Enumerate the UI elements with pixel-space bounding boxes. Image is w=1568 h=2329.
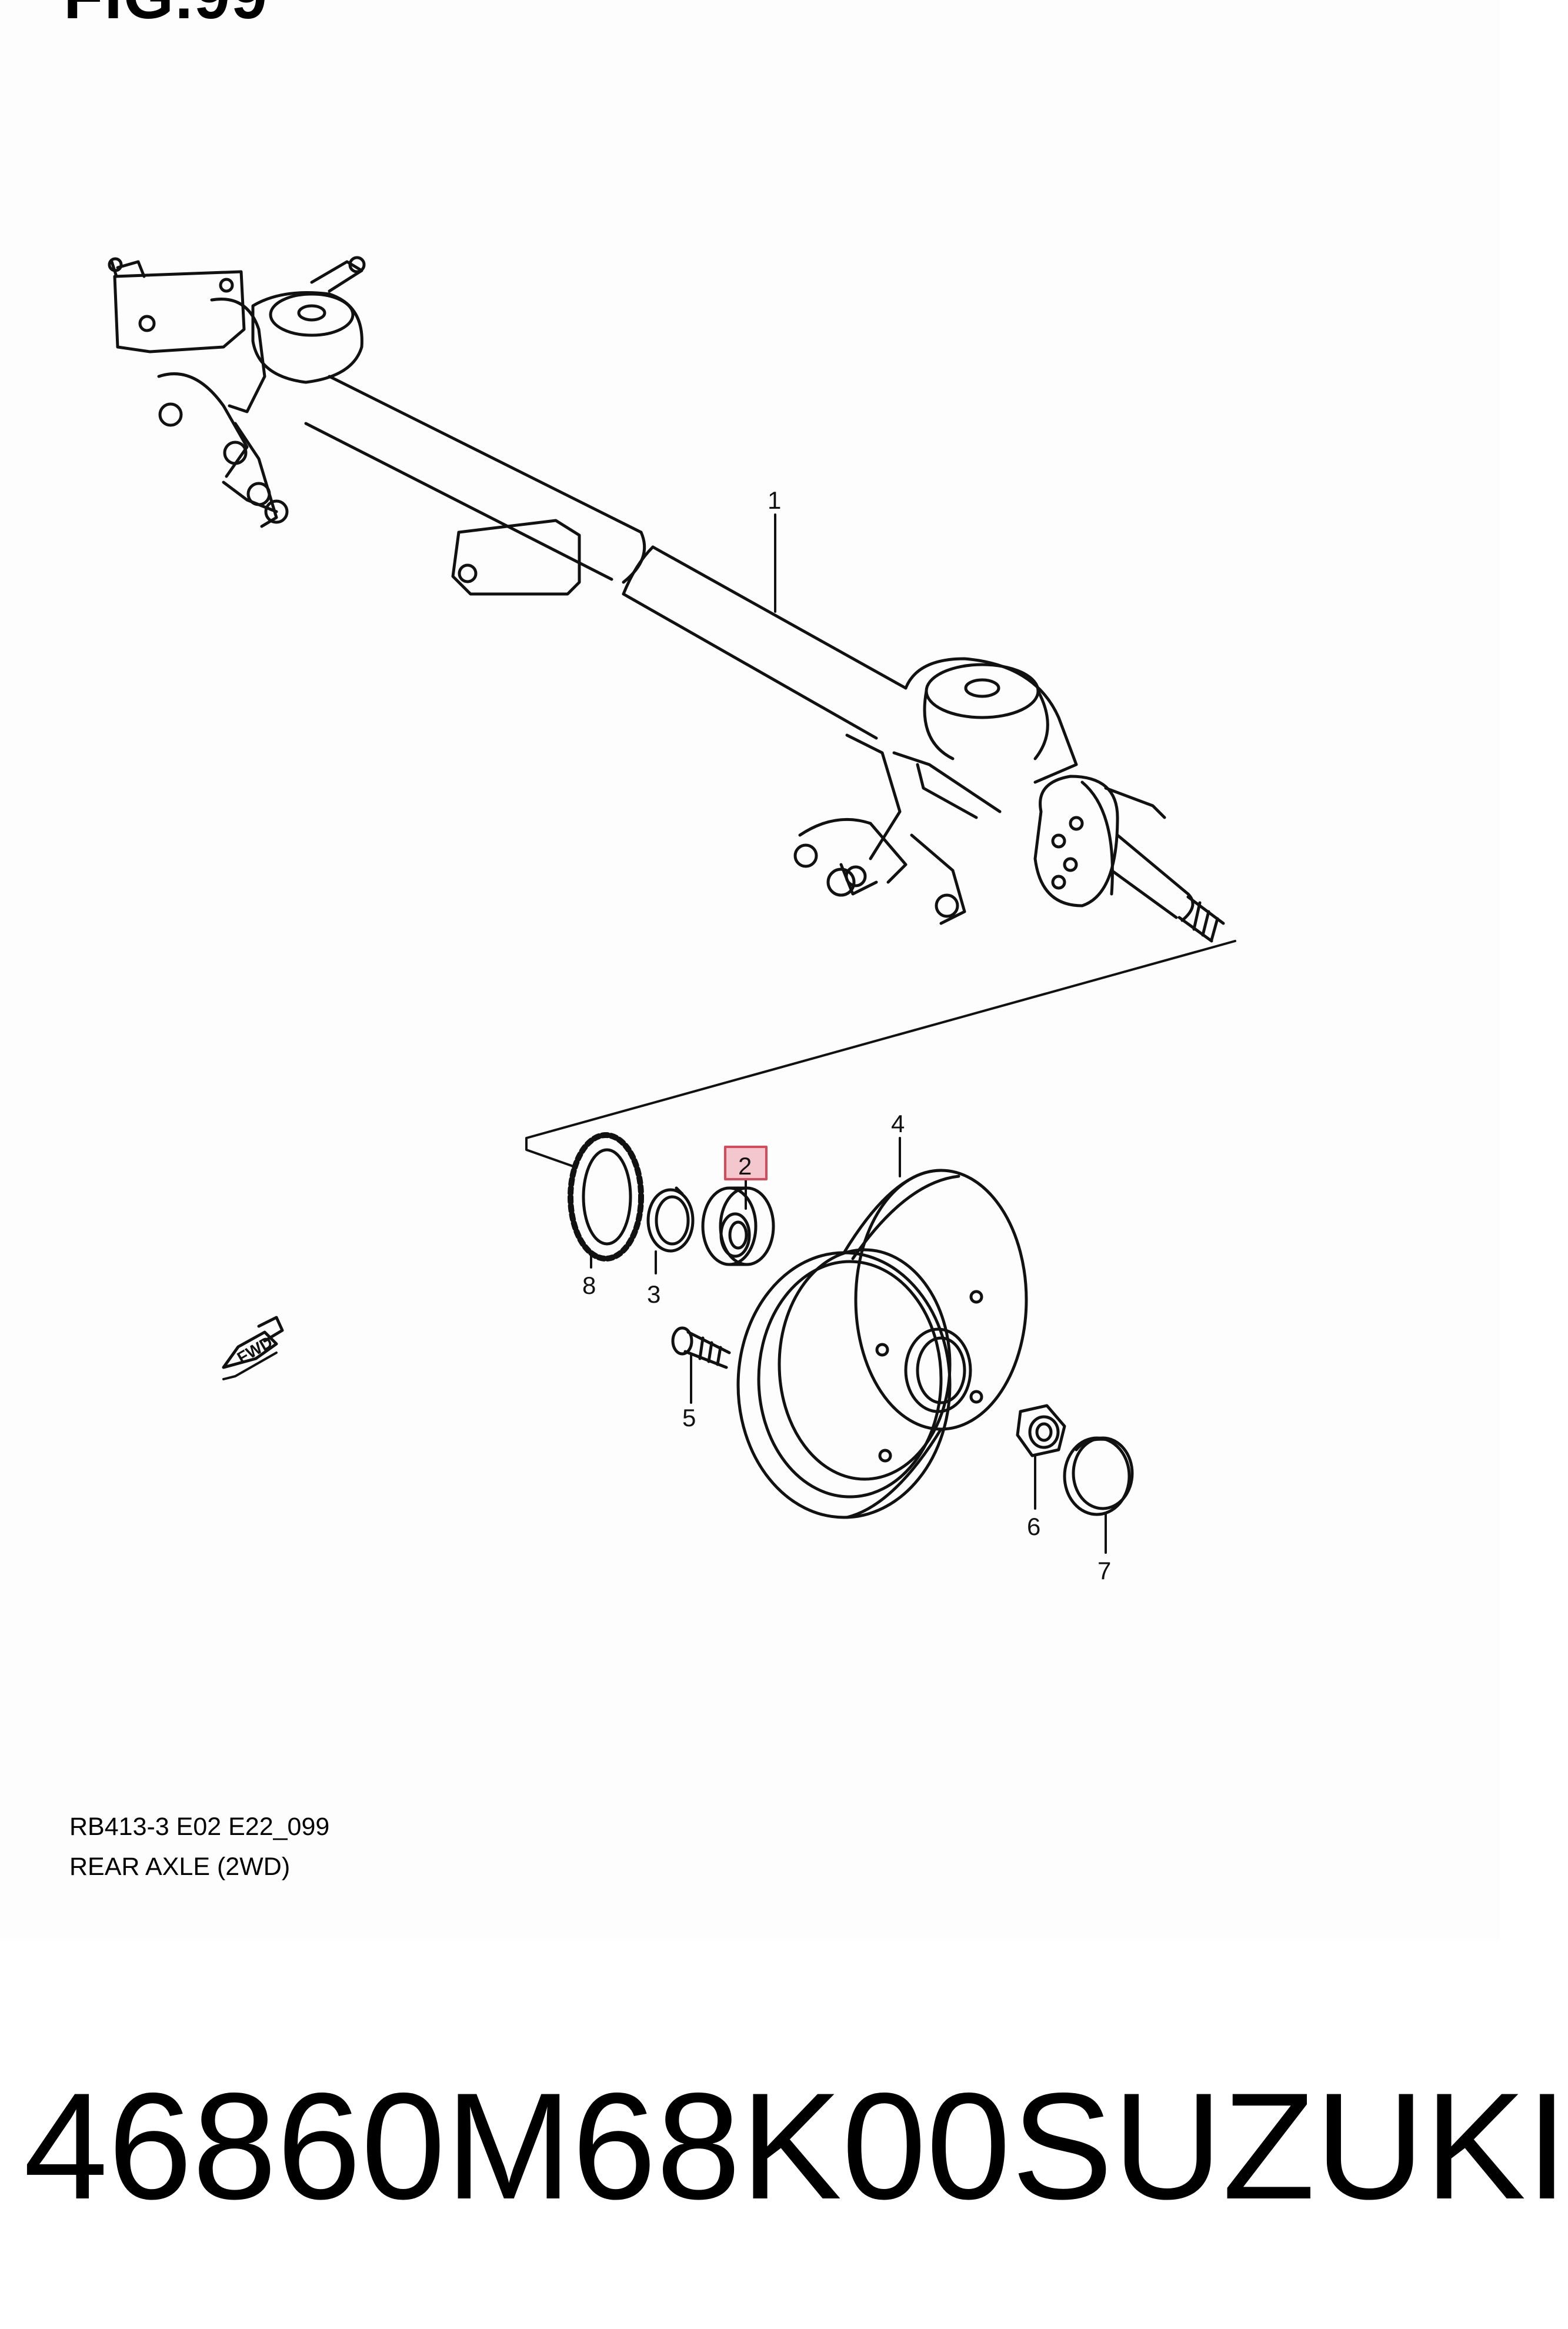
hub-bolt	[671, 1326, 731, 1369]
product-footer	[0, 1941, 1500, 2329]
callout-7[interactable]: 7	[1097, 1557, 1111, 1584]
callout-5[interactable]: 5	[682, 1404, 696, 1432]
fwd-arrow-icon	[222, 1316, 284, 1380]
parts-diagram: FIG.99	[64, 0, 1236, 1881]
figure-name: REAR AXLE (2WD)	[69, 1853, 291, 1881]
callout-2[interactable]: 2	[738, 1152, 752, 1180]
hub-nut	[1016, 1404, 1066, 1457]
callout-6[interactable]: 6	[1027, 1513, 1040, 1540]
callout-8[interactable]: 8	[582, 1272, 596, 1299]
diagram-drawing: 1 2 3 4 5 6 7 8 FWD	[108, 256, 1236, 1584]
brand-name: SUZUKI	[1012, 2061, 1568, 2231]
callout-3[interactable]: 3	[647, 1280, 660, 1308]
tone-ring	[568, 1132, 644, 1262]
grease-cap	[1063, 1436, 1134, 1516]
figure-title: FIG.99	[64, 0, 268, 34]
callout-1[interactable]: 1	[768, 486, 781, 514]
callout-4[interactable]: 4	[891, 1110, 905, 1137]
figure-code: RB413-3 E02 E22_099	[69, 1813, 330, 1841]
callout-2-highlight	[724, 1146, 768, 1180]
wheel-bearing	[701, 1186, 775, 1266]
snap-ring	[646, 1186, 695, 1253]
part-number: 46860M68K00	[24, 2061, 1011, 2231]
explode-line	[525, 940, 1236, 1169]
brake-drum	[736, 1169, 1028, 1519]
rear-axle-beam	[108, 256, 1225, 943]
